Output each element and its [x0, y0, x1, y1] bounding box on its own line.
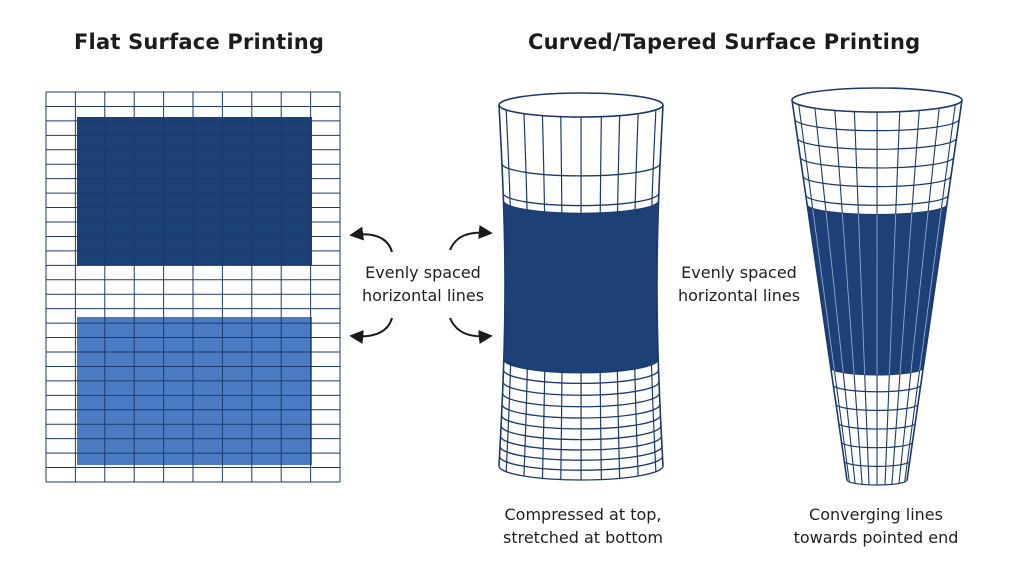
flat-grid-lines [45, 91, 341, 483]
middle-callout-line1: Evenly spaced [365, 263, 481, 282]
middle-callout-label: Evenly spaced horizontal lines [348, 261, 498, 307]
flat-light-print-block [77, 317, 312, 465]
cone-top-ellipse [791, 87, 963, 113]
cone-caption-line1: Converging lines [809, 505, 943, 524]
arrow-to-flat-bottom [349, 317, 393, 344]
arrow-to-cylinder-bottom [449, 317, 493, 344]
flat-surface-heading: Flat Surface Printing [74, 30, 325, 54]
right-callout-line1: Evenly spaced [681, 263, 797, 282]
arrow-to-flat-top [349, 226, 393, 253]
arrow-to-cylinder-top [449, 225, 493, 251]
cone-shape [791, 87, 963, 486]
curved-surface-heading: Curved/Tapered Surface Printing [528, 30, 921, 54]
cylinder-caption-line1: Compressed at top, [504, 505, 662, 524]
cone-caption: Converging lines towards pointed end [778, 503, 974, 549]
cylinder-caption: Compressed at top, stretched at bottom [490, 503, 676, 549]
cylinder-outline [498, 104, 664, 467]
cylinder-top-ellipse [498, 92, 664, 118]
flat-grid-panel [45, 91, 341, 483]
cylinder-print-band [502, 200, 660, 374]
right-callout-label: Evenly spaced horizontal lines [662, 261, 816, 307]
callout-arrows [349, 225, 493, 344]
middle-callout-line2: horizontal lines [361, 286, 485, 305]
cylinder-shape [498, 92, 664, 481]
cone-caption-line2: towards pointed end [793, 528, 959, 547]
cone-outline [791, 99, 963, 481]
flat-dark-print-block [77, 117, 312, 265]
cone-band-converging-lines [812, 208, 942, 375]
right-callout-line2: horizontal lines [677, 286, 801, 305]
cylinder-caption-line2: stretched at bottom [502, 528, 663, 547]
